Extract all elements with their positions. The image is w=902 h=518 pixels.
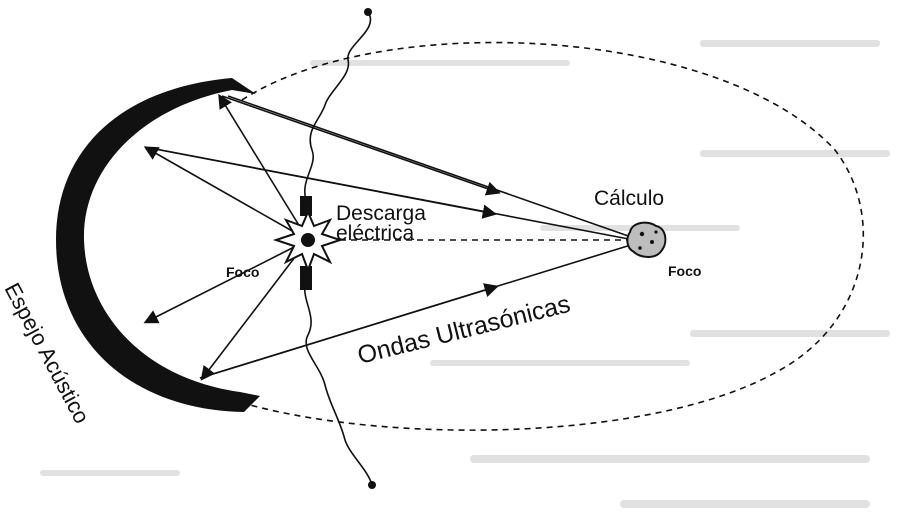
label-stone: Cálculo (594, 187, 664, 210)
label-focus-left: Foco (226, 264, 259, 280)
reflected-rays (149, 95, 635, 379)
acoustic-mirror (56, 78, 260, 412)
electrode-upper (300, 196, 312, 216)
kidney-stone-icon (626, 221, 667, 258)
label-discharge-line2: eléctrica (336, 222, 415, 245)
label-focus-right: Foco (668, 263, 701, 279)
spark-burst-icon (272, 209, 344, 273)
electrode-lower (300, 266, 312, 290)
label-waves: Ondas Ultrasónicas (355, 290, 573, 370)
label-discharge-line1: Descarga (336, 202, 426, 225)
electrode-wire (303, 11, 373, 486)
ellipse-boundary (241, 41, 865, 431)
wire-end-top (364, 8, 372, 16)
wire-end-bottom (368, 481, 376, 489)
